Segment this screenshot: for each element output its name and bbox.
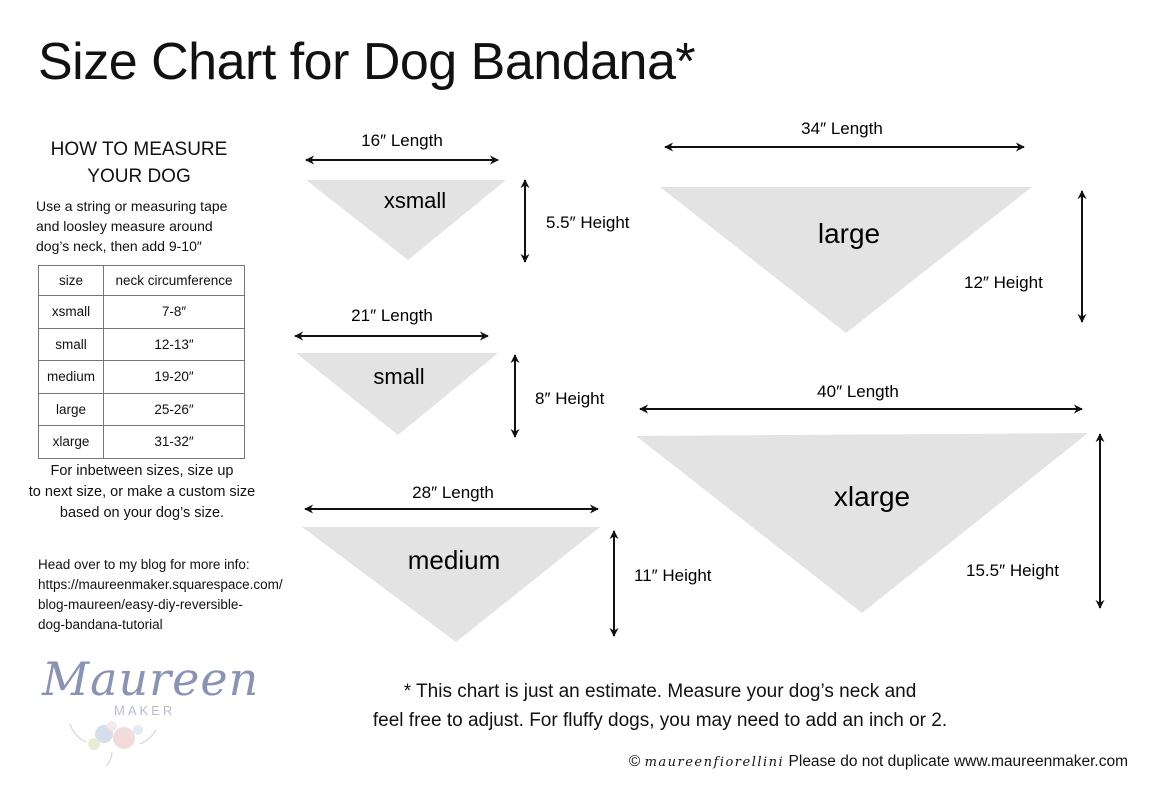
blog-info: Head over to my blog for more info: http…: [38, 555, 328, 635]
table-header-row: size neck circumference: [38, 265, 245, 296]
how-to-heading-line1: HOW TO MEASURE: [50, 139, 228, 160]
large-size-label: large: [818, 218, 880, 249]
table-row: xlarge 31-32″: [38, 425, 245, 459]
disclaimer-line2: feel free to adjust. For fluffy dogs, yo…: [372, 710, 948, 731]
neck-cell: 19-20″: [103, 360, 245, 394]
xlarge-height-label: 15.5″ Height: [966, 561, 1059, 580]
page-title: Size Chart for Dog Bandana*: [38, 33, 696, 91]
table-row: xsmall 7-8″: [38, 295, 245, 329]
medium-height-label: 11″ Height: [634, 566, 712, 585]
how-to-instructions: Use a string or measuring tape and loosl…: [36, 196, 256, 256]
medium-size-label: medium: [408, 545, 500, 575]
logo-maker: MAKER: [114, 703, 176, 718]
bandana-xsmall: 16″ Length 5.5″ Height xsmall: [305, 131, 630, 263]
xsmall-length-label: 16″ Length: [361, 131, 443, 150]
inbetween-note: For inbetween sizes, size up to next siz…: [22, 461, 262, 524]
bandana-large: 34″ Length 12″ Height large: [660, 119, 1087, 333]
inbetween-line: to next size, or make a custom size: [28, 484, 256, 500]
medium-triangle: [302, 527, 600, 642]
neck-cell: 7-8″: [103, 295, 245, 329]
inbetween-line: based on your dog’s size.: [59, 505, 225, 521]
small-size-label: small: [373, 364, 424, 389]
instruction-line: Use a string or measuring tape: [36, 198, 228, 214]
xlarge-length-label: 40″ Length: [817, 382, 899, 401]
size-table: size neck circumference xsmall 7-8″ smal…: [38, 265, 245, 459]
size-cell: large: [38, 393, 104, 426]
small-triangle: [296, 353, 498, 435]
column-header-size: size: [38, 265, 104, 296]
size-cell: medium: [38, 360, 104, 394]
signature: maureenfiorellini: [644, 755, 785, 770]
size-cell: xlarge: [38, 425, 104, 459]
how-to-heading-line2: YOUR DOG: [87, 166, 191, 187]
copyright-text: Please do not duplicate www.maureenmaker…: [788, 753, 1128, 770]
logo-flowers-icon: [69, 721, 157, 767]
size-cell: small: [38, 328, 104, 361]
table-row: large 25-26″: [38, 393, 245, 426]
neck-cell: 31-32″: [103, 425, 245, 459]
copyright-icon: ©: [628, 753, 641, 770]
bandana-medium: 28″ Length 11″ Height medium: [302, 483, 712, 642]
logo-script: Maureen: [42, 652, 260, 706]
bandana-small: 21″ Length 8″ Height small: [294, 306, 605, 438]
large-height-label: 12″ Height: [964, 273, 1043, 292]
copyright-notice: © maureenfiorellini Please do not duplic…: [629, 753, 1128, 771]
instruction-line: and loosley measure around: [36, 218, 213, 234]
small-length-label: 21″ Length: [351, 306, 433, 325]
blog-url-line[interactable]: dog-bandana-tutorial: [38, 617, 163, 632]
neck-cell: 12-13″: [103, 328, 245, 361]
inbetween-line: For inbetween sizes, size up: [50, 463, 234, 479]
disclaimer-line1: * This chart is just an estimate. Measur…: [403, 681, 917, 702]
blog-line: Head over to my blog for more info:: [38, 557, 250, 572]
small-height-label: 8″ Height: [535, 389, 605, 408]
neck-cell: 25-26″: [103, 393, 245, 426]
size-cell: xsmall: [38, 295, 104, 329]
xlarge-size-label: xlarge: [834, 481, 910, 512]
large-triangle: [660, 187, 1032, 333]
bandana-xlarge: 40″ Length 15.5″ Height xlarge: [636, 382, 1105, 613]
blog-url-line[interactable]: blog-maureen/easy-diy-reversible-: [38, 597, 243, 612]
disclaimer: * This chart is just an estimate. Measur…: [300, 677, 1020, 735]
instruction-line: dog’s neck, then add 9-10″: [36, 238, 202, 254]
column-header-neck: neck circumference: [103, 265, 245, 296]
how-to-heading: HOW TO MEASURE YOUR DOG: [28, 136, 250, 190]
medium-length-label: 28″ Length: [412, 483, 494, 502]
table-row: medium 19-20″: [38, 360, 245, 394]
xsmall-triangle: [306, 180, 506, 260]
xsmall-size-label: xsmall: [384, 188, 446, 213]
large-length-label: 34″ Length: [801, 119, 883, 138]
table-row: small 12-13″: [38, 328, 245, 361]
xlarge-triangle: [636, 433, 1088, 613]
xsmall-height-label: 5.5″ Height: [546, 213, 630, 232]
blog-url-line[interactable]: https://maureenmaker.squarespace.com/: [38, 577, 283, 592]
